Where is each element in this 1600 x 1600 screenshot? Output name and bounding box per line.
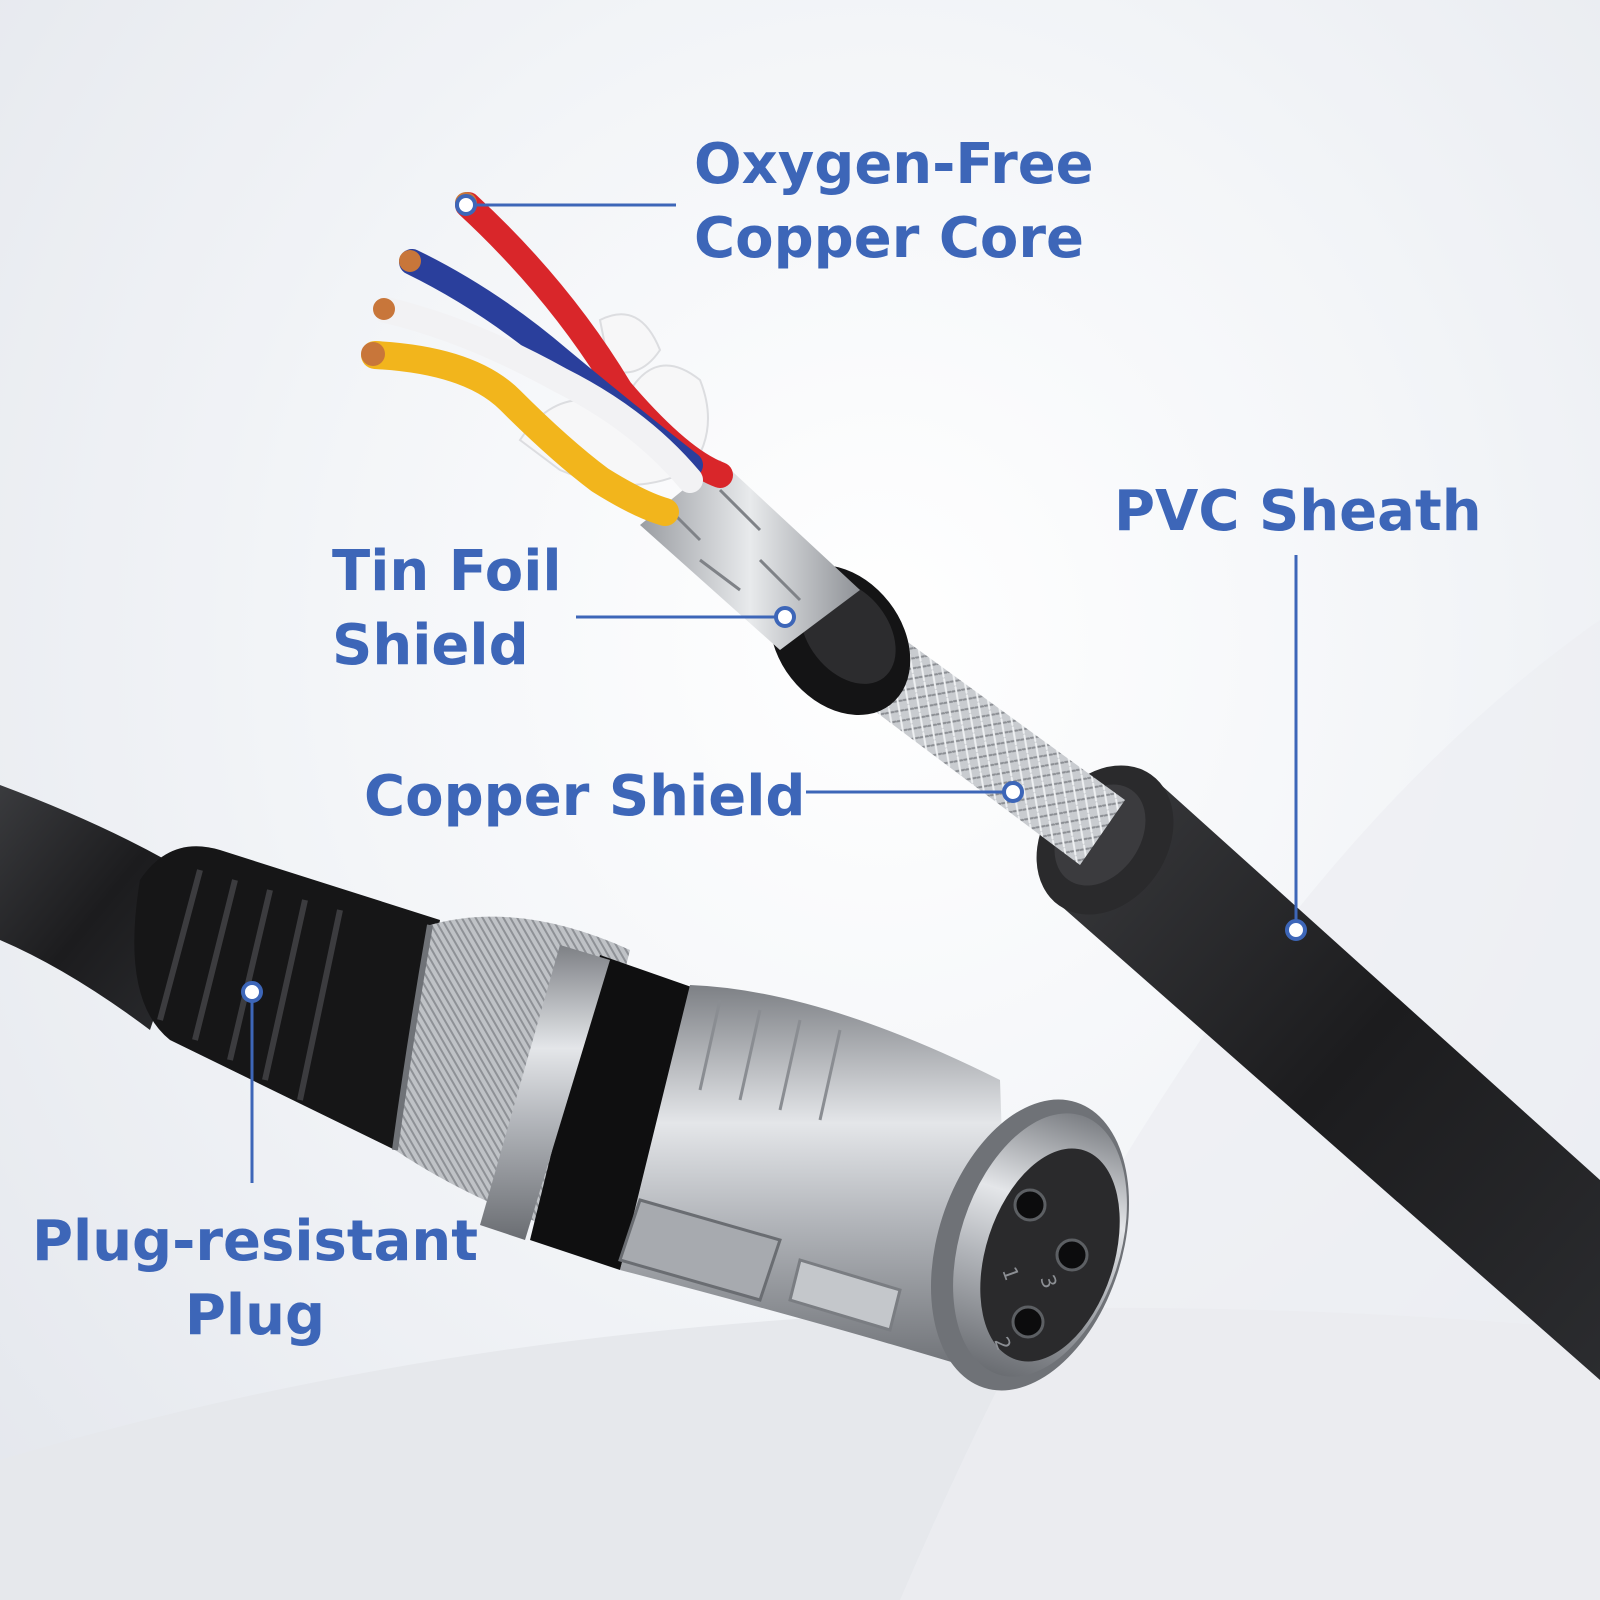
leader-dot-oxygen (455, 194, 477, 216)
label-line: Copper Shield (364, 764, 806, 829)
label-tin-foil-shield: Tin Foil Shield (332, 535, 562, 683)
leader-dot-tinfoil (774, 606, 796, 628)
pin-hole-2 (1011, 1305, 1045, 1339)
leader-dot-copper (1002, 781, 1024, 803)
latch-button (618, 1198, 782, 1302)
xlr-connector-body (618, 985, 1010, 1380)
black-band (480, 945, 700, 1270)
label-line: Tin Foil (332, 539, 562, 604)
label-line: Oxygen-Free (694, 132, 1094, 197)
label-line: Copper Core (694, 206, 1085, 271)
background-swoosh (900, 620, 1600, 1600)
pin-hole-3 (1055, 1238, 1089, 1272)
label-pvc-sheath: PVC Sheath (1114, 475, 1482, 549)
strain-relief-boot (134, 846, 440, 1150)
label-copper-shield: Copper Shield (364, 760, 806, 834)
callout-lines (241, 194, 1307, 1183)
label-line: Shield (332, 613, 529, 678)
conductor-wires (361, 192, 733, 526)
xlr-connector-face: 1 2 3 (930, 1099, 1130, 1391)
label-line: PVC Sheath (1114, 479, 1482, 544)
label-line: Plug-resistant (31, 1209, 479, 1274)
label-plug-resistant-plug: Plug-resistant Plug (30, 1205, 480, 1353)
leader-dot-pvc (1285, 919, 1307, 941)
tin-foil-shield (640, 460, 860, 650)
leader-dot-plug (241, 981, 263, 1003)
copper-shield-braid (860, 640, 1125, 865)
label-line: Plug (184, 1283, 326, 1348)
label-oxygen-free-copper-core: Oxygen-Free Copper Core (694, 128, 1094, 276)
pin-hole-1 (1013, 1188, 1047, 1222)
